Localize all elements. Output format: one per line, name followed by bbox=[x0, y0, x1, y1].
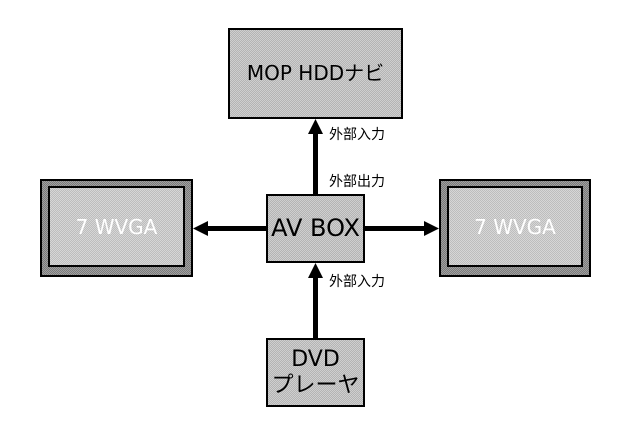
avbox-output-label: 外部出力 bbox=[329, 174, 385, 190]
left-monitor-label: 7 WVGA bbox=[75, 214, 158, 239]
arrow-avbox-to-left-monitor bbox=[193, 221, 266, 236]
dvd-player-label-line2: プレーヤ bbox=[271, 372, 360, 398]
left-monitor-node: 7 WVGA bbox=[40, 179, 193, 277]
right-monitor-screen: 7 WVGA bbox=[447, 186, 583, 267]
navi-node: MOP HDDナビ bbox=[228, 28, 403, 119]
av-box-node: AV BOX bbox=[266, 194, 365, 263]
dvd-player-node: DVD プレーヤ bbox=[266, 338, 365, 407]
navi-input-label: 外部入力 bbox=[329, 127, 385, 143]
arrow-avbox-to-navi bbox=[308, 119, 323, 194]
navi-node-label: MOP HDDナビ bbox=[246, 61, 385, 85]
left-monitor-screen: 7 WVGA bbox=[48, 186, 185, 267]
arrow-avbox-to-right-monitor bbox=[364, 221, 439, 236]
arrow-dvd-to-avbox bbox=[308, 263, 323, 338]
dvd-player-label-line1: DVD bbox=[291, 347, 340, 373]
right-monitor-label: 7 WVGA bbox=[474, 214, 556, 239]
avbox-input-label: 外部入力 bbox=[329, 274, 385, 290]
av-box-node-label: AV BOX bbox=[271, 213, 360, 242]
right-monitor-node: 7 WVGA bbox=[439, 179, 591, 277]
